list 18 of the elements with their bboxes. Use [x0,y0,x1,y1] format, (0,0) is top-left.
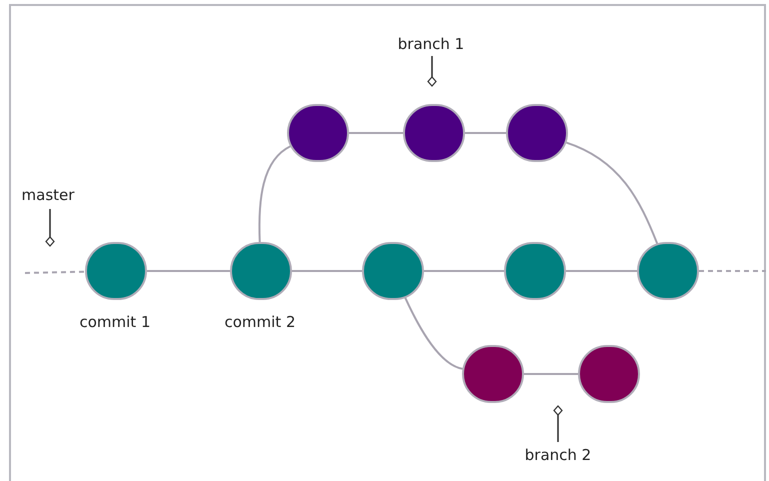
dashed-line [699,270,766,272]
commit-label: commit 2 [224,312,296,333]
branch-label: master [22,184,74,206]
dashed-line [24,270,86,274]
branch-line [147,270,230,272]
branch-label: branch 2 [524,444,592,466]
branch-line [524,373,578,375]
branch-line [566,270,637,272]
branch-line [465,132,506,134]
commit-label: commit 1 [80,312,150,333]
leader-line [427,56,437,87]
leader-line [553,405,563,442]
branch-label: branch 1 [398,32,464,56]
branch-line [349,132,403,134]
branch-line [258,145,291,242]
branch-line [424,270,504,272]
branch-line [292,270,362,272]
leader-line [45,209,55,247]
